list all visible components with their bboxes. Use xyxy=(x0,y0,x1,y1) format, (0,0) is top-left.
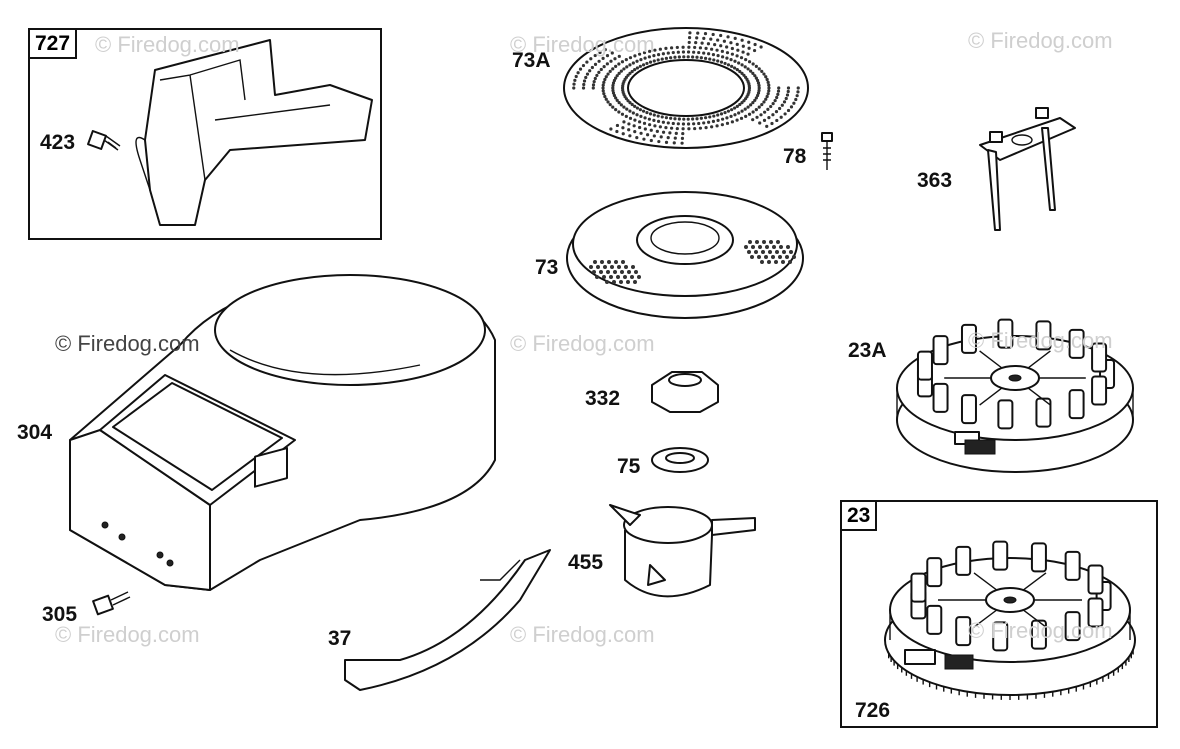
screen-73A-part xyxy=(563,27,809,149)
callout-455: 455 xyxy=(568,551,604,574)
callout-304: 304 xyxy=(17,421,53,444)
cover-73-part xyxy=(566,191,804,319)
kit-727-frame xyxy=(28,28,382,240)
housing-304-part xyxy=(69,274,496,591)
flywheel-23A-part xyxy=(896,318,1134,473)
shroud-727-part xyxy=(135,39,373,226)
callout-73A: 73A xyxy=(512,49,551,72)
watermark-text: © Firedog.com xyxy=(95,32,240,57)
watermark-text: © Firedog.com xyxy=(510,32,655,57)
watermark-text: © Firedog.com xyxy=(968,328,1113,353)
callout-78: 78 xyxy=(783,145,807,168)
bolt-305-part xyxy=(92,591,131,616)
kit-23-frame xyxy=(840,500,1158,728)
watermark-text: © Firedog.com xyxy=(510,622,655,647)
flywheel-23-part xyxy=(884,540,1136,700)
bolt-423-part xyxy=(87,130,121,151)
callout-332: 332 xyxy=(585,387,621,410)
callout-23: 23 xyxy=(840,500,878,531)
callout-23A: 23A xyxy=(848,339,887,362)
callout-37: 37 xyxy=(328,627,352,650)
watermark-text: © Firedog.com xyxy=(55,331,200,356)
watermark-text: © Firedog.com xyxy=(510,331,655,356)
cup-455-part xyxy=(609,504,756,598)
callout-75: 75 xyxy=(617,455,641,478)
callout-423: 423 xyxy=(40,131,76,154)
screw-78-part xyxy=(821,132,833,170)
bracket-363-part xyxy=(979,107,1076,231)
strip-37-part xyxy=(344,549,551,691)
watermark-text: © Firedog.com xyxy=(968,618,1113,643)
watermark-text: © Firedog.com xyxy=(968,28,1113,53)
callout-305: 305 xyxy=(42,603,78,626)
callout-726: 726 xyxy=(855,699,891,722)
watermark-text: © Firedog.com xyxy=(55,622,200,647)
nut-332-part xyxy=(651,371,719,413)
callout-73: 73 xyxy=(535,256,559,279)
callout-363: 363 xyxy=(917,169,953,192)
callout-727: 727 xyxy=(28,28,78,59)
washer-75-part xyxy=(651,447,709,473)
